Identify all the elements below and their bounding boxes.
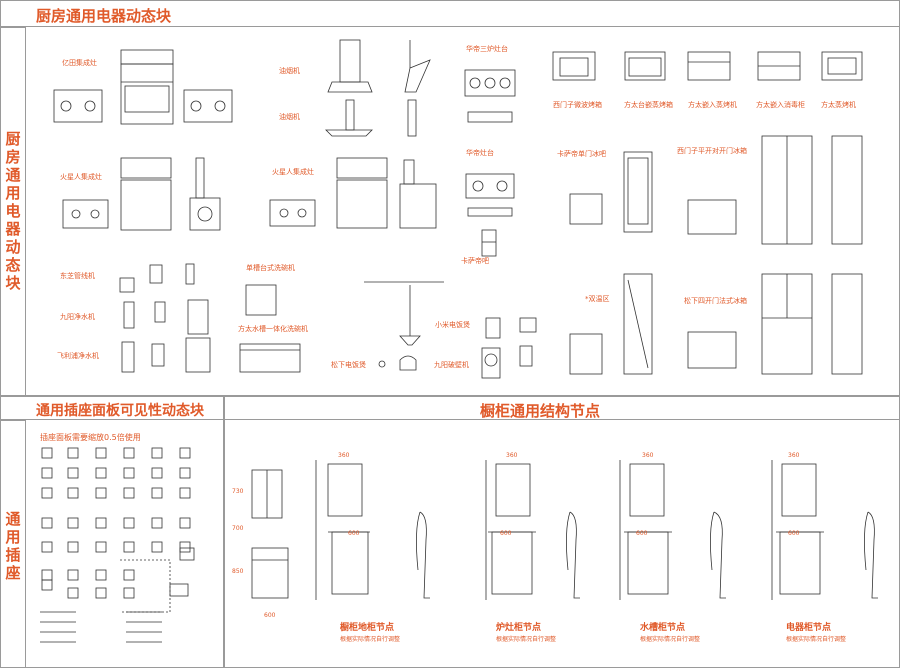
cabinet-node-2-caption: 根据实际情况自行调整 bbox=[496, 636, 557, 643]
cabinet-node-3-icon bbox=[619, 460, 726, 600]
kitchen-side-frame bbox=[0, 27, 26, 396]
label-xiaomi: 小米电饭煲 bbox=[435, 321, 470, 329]
cabinet-node-2-label: 炉灶柜节点 bbox=[496, 623, 542, 633]
cabinet-node-1-label: 橱柜地柜节点 bbox=[340, 623, 395, 633]
dim-700-left: 700 bbox=[232, 525, 244, 532]
kitchen-side-label: 厨房通用电器动态块 bbox=[5, 130, 21, 292]
label-fangtai-steamer: 方太嵌入消毒柜 bbox=[756, 101, 805, 109]
dim-600-node1: 600 bbox=[348, 530, 360, 537]
dim-360-node1: 360 bbox=[338, 452, 350, 459]
label-fangtai-wine: 方太蒸烤机 bbox=[821, 101, 856, 109]
socket-panel-icon bbox=[40, 447, 195, 643]
label-songxia: 松下电饭煲 bbox=[331, 361, 366, 369]
fridge-icon bbox=[569, 135, 863, 375]
label-fangtai-steam: 方太嵌入蒸烤机 bbox=[688, 101, 737, 109]
oven-icon bbox=[552, 51, 863, 81]
label-huadi-2: 华帝灶台 bbox=[466, 149, 494, 157]
cabinet-node-2-icon bbox=[485, 460, 580, 600]
cabinet-node-4-caption: 根据实际情况自行调整 bbox=[786, 636, 847, 643]
label-kasa-fridge: 卡萨帝单门冰吧 bbox=[557, 150, 606, 158]
cabinet-title: 橱柜通用结构节点 bbox=[480, 402, 601, 420]
label-yiwei: 亿田集成灶 bbox=[62, 59, 97, 67]
label-youyanji-2: 油烟机 bbox=[279, 113, 300, 121]
cabinet-node-3-label: 水槽柜节点 bbox=[640, 623, 686, 633]
label-ximenzi-oven: 西门子微波烤箱 bbox=[553, 101, 602, 109]
integrated-stove-2-icon bbox=[62, 157, 221, 231]
dim-600-node4: 600 bbox=[788, 530, 800, 537]
two-burner-icon bbox=[465, 173, 515, 217]
label-youyanji-1: 油烟机 bbox=[279, 67, 300, 75]
socket-note: 插座面板需要缩放0.5倍使用 bbox=[40, 433, 141, 442]
label-fangtai-oven: 方太台嵌蒸烤箱 bbox=[624, 101, 673, 109]
dim-360-node3: 360 bbox=[642, 452, 654, 459]
label-ximenzi-fridge: 西门子平开对开门冰箱 bbox=[677, 147, 747, 155]
label-dongzhi: 东芝管线机 bbox=[60, 272, 95, 280]
cooktop-icon bbox=[53, 89, 233, 123]
dim-600-node2: 600 bbox=[500, 530, 512, 537]
label-huoxing-2: 火星人集成灶 bbox=[272, 168, 314, 176]
socket-title-bar bbox=[0, 396, 224, 420]
dim-850-left: 850 bbox=[232, 568, 244, 575]
cabinet-node-1-icon bbox=[315, 460, 430, 600]
integrated-stove-icon bbox=[120, 49, 174, 125]
socket-side-label: 通用插座 bbox=[5, 510, 21, 582]
three-burner-icon bbox=[464, 69, 516, 123]
socket-title: 通用插座面板可见性动态块 bbox=[36, 403, 204, 419]
kitchen-title: 厨房通用电器动态块 bbox=[36, 7, 172, 25]
dishwasher-icon bbox=[239, 284, 301, 373]
dim-360-node4: 360 bbox=[788, 452, 800, 459]
socket-panels bbox=[40, 447, 195, 643]
label-dishwasher: 单槽台式洗碗机 bbox=[246, 264, 295, 272]
label-huadi-3: 华帝三炉灶台 bbox=[466, 45, 508, 53]
label-fangtai: 方太水槽一体化洗碗机 bbox=[238, 325, 308, 333]
cabinet-front-icon bbox=[251, 469, 289, 599]
kitchen-drawings bbox=[53, 39, 863, 379]
label-songxia-fridge: 松下四开门法式冰箱 bbox=[684, 297, 747, 305]
range-hood-icon bbox=[325, 39, 431, 137]
cabinet-node-4-icon bbox=[771, 460, 878, 600]
cabinet-node-3-caption: 根据实际情况自行调整 bbox=[640, 636, 701, 643]
cabinet-node-4-label: 电器柜节点 bbox=[786, 623, 832, 633]
dim-600-node3: 600 bbox=[636, 530, 648, 537]
dim-730: 730 bbox=[232, 488, 244, 495]
integrated-stove-3-icon bbox=[269, 157, 437, 229]
label-kasa-bar: 卡萨帝吧 bbox=[461, 257, 489, 265]
water-dispenser-icon bbox=[119, 263, 211, 373]
cabinet-node-1-caption: 根据实际情况自行调整 bbox=[340, 636, 401, 643]
label-jiuyang-2: 九阳破壁机 bbox=[434, 361, 469, 369]
label-wine-2: *双温区 bbox=[585, 295, 610, 303]
label-huoxing: 火星人集成灶 bbox=[60, 173, 102, 181]
cabinet-drawings bbox=[251, 460, 878, 600]
label-jiuyang: 九阳净水机 bbox=[60, 313, 95, 321]
dim-360-node2: 360 bbox=[506, 452, 518, 459]
label-feili: 飞利浦净水机 bbox=[57, 352, 99, 360]
dim-600-left: 600 bbox=[264, 612, 276, 619]
rice-cooker-icon bbox=[364, 229, 537, 379]
